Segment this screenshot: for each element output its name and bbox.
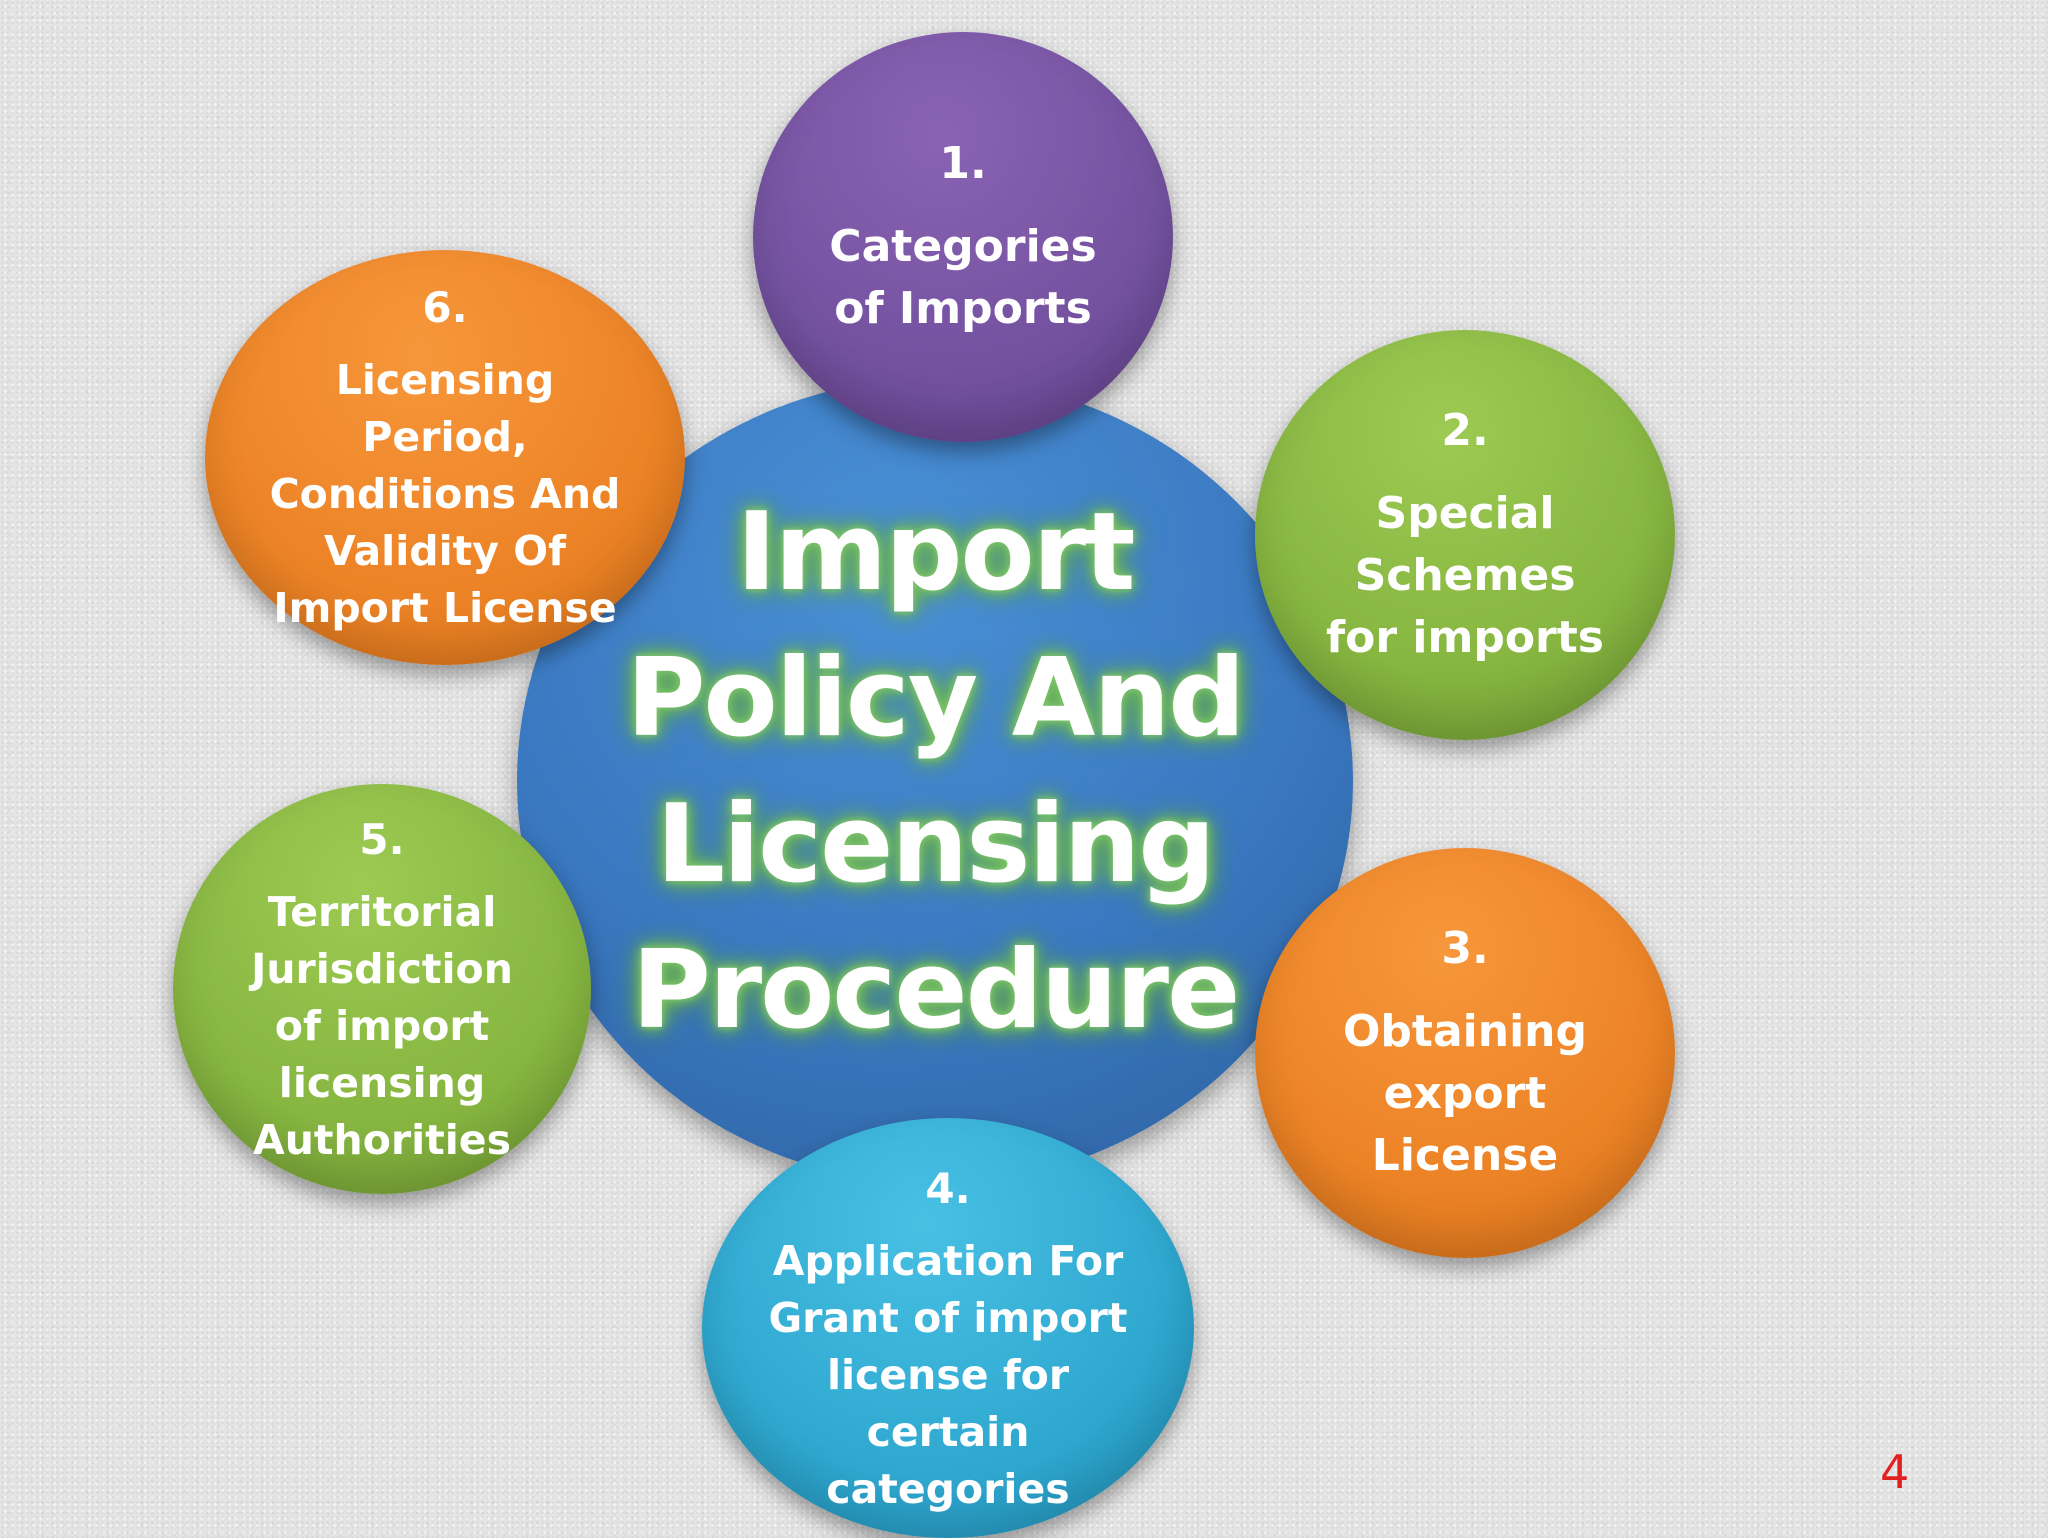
node-label-line: Grant of import <box>768 1293 1128 1342</box>
node-label-line: Import License <box>273 584 617 632</box>
node-label-line: categories <box>826 1464 1070 1513</box>
node-label-line: of import <box>274 1001 490 1050</box>
center-title-line: Procedure <box>631 928 1241 1053</box>
page-number: 4 <box>1880 1445 1910 1499</box>
node-label-line: for imports <box>1326 612 1604 663</box>
node-label-line: Conditions And <box>269 470 621 518</box>
node-label-line: export <box>1383 1068 1547 1119</box>
node-label-line: Territorial <box>267 887 497 936</box>
node-label: Licensing Period, Conditions And Validit… <box>270 352 621 637</box>
center-title-line: Import <box>736 490 1135 615</box>
node-number: 6. <box>422 283 468 332</box>
node-special-schemes: 2. Special Schemes for imports <box>1255 330 1675 740</box>
center-title-line: Licensing <box>656 782 1216 907</box>
node-number: 3. <box>1441 923 1489 974</box>
node-label-line: Validity Of <box>324 527 566 575</box>
node-label: Territorial Jurisdiction of import licen… <box>251 884 513 1169</box>
node-label-line: Schemes <box>1354 550 1576 601</box>
node-label: Obtaining export License <box>1343 1001 1587 1187</box>
node-label-line: licensing <box>278 1058 486 1107</box>
node-label-line: Obtaining <box>1343 1006 1587 1057</box>
center-title: Import Policy And Licensing Procedure <box>626 480 1245 1064</box>
node-label-line: Application For <box>772 1236 1124 1285</box>
node-label: Application For Grant of import license … <box>769 1233 1128 1518</box>
node-categories-of-imports: 1. Categories of Imports <box>753 32 1173 442</box>
node-number: 2. <box>1441 405 1489 456</box>
node-label-line: certain <box>866 1407 1030 1456</box>
node-label-line: license for <box>826 1350 1070 1399</box>
center-title-line: Policy And <box>626 636 1245 761</box>
node-number: 5. <box>359 814 405 864</box>
node-obtaining-export-license: 3. Obtaining export License <box>1255 848 1675 1258</box>
node-licensing-period: 6. Licensing Period, Conditions And Vali… <box>205 250 685 665</box>
node-label-line: Categories <box>829 221 1097 272</box>
node-label-line: Licensing <box>335 356 555 404</box>
node-label-line: Jurisdiction <box>251 944 513 993</box>
node-territorial-jurisdiction: 5. Territorial Jurisdiction of import li… <box>173 784 591 1194</box>
center-circle: Import Policy And Licensing Procedure <box>517 378 1353 1184</box>
node-number: 1. <box>939 138 987 189</box>
node-number: 4. <box>925 1163 971 1213</box>
node-label-line: Special <box>1375 488 1555 539</box>
node-label: Special Schemes for imports <box>1326 483 1604 669</box>
node-label-line: Period, <box>362 413 528 461</box>
node-label: Categories of Imports <box>829 216 1096 340</box>
node-application-for-grant: 4. Application For Grant of import licen… <box>702 1118 1194 1538</box>
node-label-line: of Imports <box>834 283 1092 334</box>
node-label-line: Authorities <box>252 1115 511 1164</box>
node-label-line: License <box>1371 1130 1559 1181</box>
